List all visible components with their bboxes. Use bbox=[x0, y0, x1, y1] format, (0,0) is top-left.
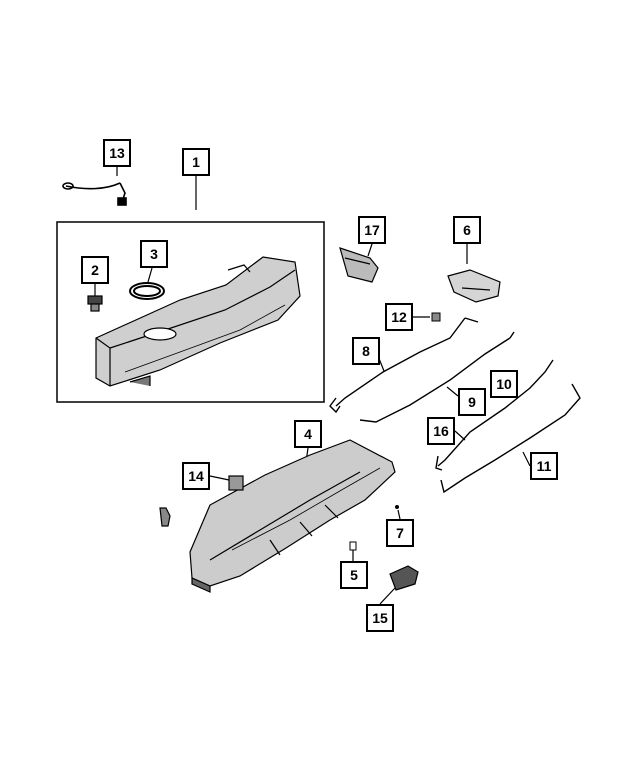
pressure-sensor-part-2[interactable] bbox=[87, 295, 103, 312]
callout-5[interactable]: 5 bbox=[340, 561, 368, 589]
callout-7[interactable]: 7 bbox=[386, 519, 414, 547]
fuel-tank-frame bbox=[56, 221, 325, 403]
heat-shield-part-17[interactable] bbox=[339, 247, 379, 283]
leader-17 bbox=[367, 243, 373, 257]
leader-9 bbox=[446, 386, 459, 397]
sensor-wire-part-13[interactable] bbox=[62, 182, 127, 206]
leader-11 bbox=[522, 451, 531, 467]
callout-13[interactable]: 13 bbox=[103, 139, 131, 167]
leader-14 bbox=[209, 475, 230, 481]
skid-plate-bracket bbox=[159, 507, 171, 527]
callout-8[interactable]: 8 bbox=[352, 337, 380, 365]
fuel-line-part-16[interactable] bbox=[435, 359, 554, 471]
callout-16[interactable]: 16 bbox=[427, 417, 455, 445]
callout-14[interactable]: 14 bbox=[182, 462, 210, 490]
lock-ring-part-3[interactable] bbox=[129, 282, 165, 300]
leader-15 bbox=[379, 587, 396, 605]
callout-3[interactable]: 3 bbox=[140, 240, 168, 268]
nut-part-7[interactable] bbox=[395, 505, 399, 509]
callout-17[interactable]: 17 bbox=[358, 216, 386, 244]
callout-15[interactable]: 15 bbox=[366, 604, 394, 632]
fuel-line-part-9[interactable] bbox=[359, 331, 515, 423]
isolator-part-14[interactable] bbox=[228, 475, 244, 491]
callout-9[interactable]: 9 bbox=[458, 388, 486, 416]
bracket-part-6[interactable] bbox=[447, 269, 501, 303]
callout-12[interactable]: 12 bbox=[385, 303, 413, 331]
callout-6[interactable]: 6 bbox=[453, 216, 481, 244]
clip-part-12[interactable] bbox=[431, 312, 441, 322]
leader-3 bbox=[147, 267, 153, 283]
bolt-part-5[interactable] bbox=[349, 541, 357, 551]
fuel-tank-part-1[interactable] bbox=[95, 256, 301, 387]
callout-1[interactable]: 1 bbox=[182, 148, 210, 176]
module-part-15[interactable] bbox=[389, 565, 419, 591]
fuel-line-part-11[interactable] bbox=[440, 383, 581, 494]
leader-7 bbox=[397, 509, 401, 520]
fuel-line-part-8[interactable] bbox=[329, 317, 479, 414]
callout-4[interactable]: 4 bbox=[294, 420, 322, 448]
callout-11[interactable]: 11 bbox=[530, 452, 558, 480]
callout-10[interactable]: 10 bbox=[490, 370, 518, 398]
callout-2[interactable]: 2 bbox=[81, 256, 109, 284]
skid-plate-part-4[interactable] bbox=[189, 439, 396, 593]
